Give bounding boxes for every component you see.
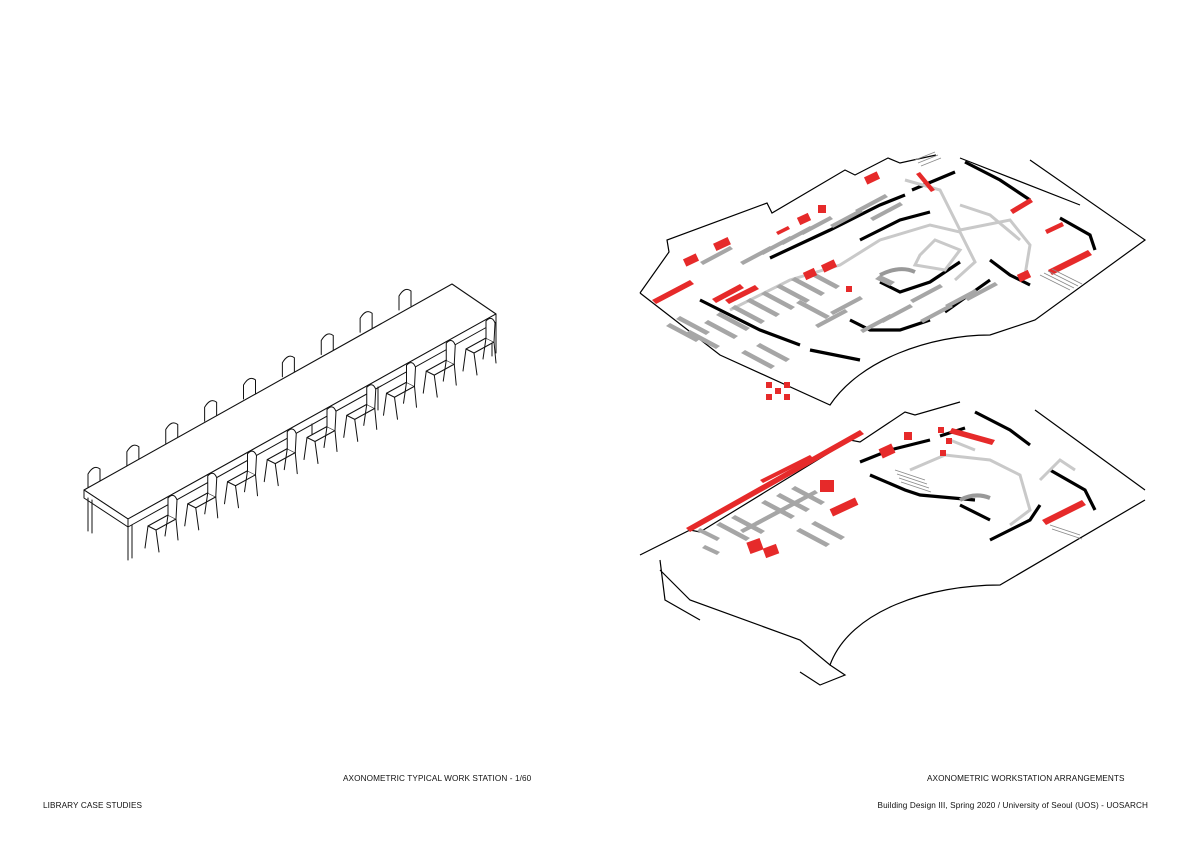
chair-front-row <box>343 384 378 442</box>
lower-floor-curved-bench <box>959 493 991 502</box>
chair-back-row <box>320 333 334 355</box>
lower-floor-furniture <box>697 486 845 555</box>
chair-back-row <box>398 288 412 311</box>
upper-floor-furniture <box>666 194 998 369</box>
chair-back-row <box>359 311 373 333</box>
footer-course-credit: Building Design III, Spring 2020 / Unive… <box>877 801 1148 810</box>
back-row-chairs <box>87 288 412 489</box>
upper-floor-workstations <box>652 171 1092 400</box>
axonometric-typical-workstation <box>83 283 497 561</box>
arrangements-caption: AXONOMETRIC WORKSTATION ARRANGEMENTS <box>927 774 1125 783</box>
front-row-chairs <box>144 317 497 553</box>
chair-back-row <box>165 422 179 444</box>
chair-back-row <box>204 400 218 422</box>
chair-back-row <box>243 377 256 400</box>
chair-front-row <box>422 340 457 398</box>
chair-front-row <box>383 362 417 420</box>
chair-front-row <box>224 450 258 509</box>
lower-floor-outline <box>639 401 1146 686</box>
long-table <box>83 283 497 561</box>
upper-floor-thick-walls <box>699 160 1097 362</box>
lower-floor-thick-walls <box>859 410 1097 542</box>
chair-front-row <box>303 406 338 464</box>
upper-floor-curved-bench <box>879 267 916 277</box>
lower-floor-circulation <box>909 438 1076 527</box>
chair-front-row <box>263 428 298 487</box>
footer-project-title: LIBRARY CASE STUDIES <box>43 801 143 810</box>
upper-floor-stairs <box>914 151 1083 291</box>
workstation-caption: AXONOMETRIC TYPICAL WORK STATION - 1/60 <box>343 774 532 783</box>
chair-back-row <box>281 355 295 378</box>
lower-floor-workstations <box>686 427 1086 559</box>
chair-front-row <box>184 472 219 531</box>
lower-floor-stairs <box>894 469 1083 540</box>
chair-front-row <box>462 317 497 376</box>
upper-floor-outline <box>639 154 1147 406</box>
lower-floor-axonometric <box>639 401 1146 686</box>
upper-floor-axonometric <box>639 151 1147 406</box>
chair-front-row <box>144 494 179 553</box>
upper-floor-circulation <box>729 178 1032 312</box>
